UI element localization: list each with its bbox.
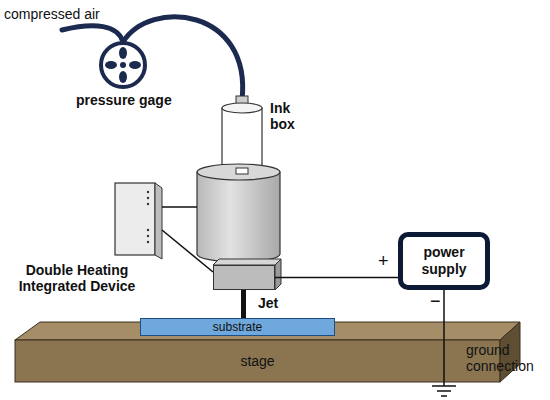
inlet-label: compressed air — [4, 6, 100, 22]
part-name: Ink box — [270, 100, 310, 132]
heater-wire — [162, 230, 213, 272]
part-name: pressure gage — [76, 92, 172, 108]
heating-device-side — [155, 183, 162, 259]
heater-wire — [162, 206, 197, 208]
ground-symbol — [432, 385, 456, 387]
cylinder-top — [197, 164, 280, 180]
jet-side — [275, 259, 281, 290]
gage-marks — [105, 47, 141, 83]
air-hose — [62, 26, 123, 42]
substrate-band: substrate — [140, 318, 335, 336]
device-dots — [147, 191, 149, 243]
stage-front — [15, 340, 500, 382]
node-text: power supply — [413, 244, 475, 278]
ground-symbol — [437, 390, 451, 392]
wire — [275, 277, 398, 279]
stage-slab: stage — [15, 340, 500, 382]
node-text: substrate — [213, 320, 262, 334]
polarity-sign: − — [430, 292, 441, 310]
part-name: Double Heating Integrated Device — [2, 262, 152, 294]
polarity-sign: + — [378, 252, 389, 270]
node-text: Jet — [258, 295, 278, 311]
ink-box-top — [222, 103, 262, 113]
jet-block: Jet — [213, 265, 275, 290]
power-supply-box: power supply — [398, 232, 490, 290]
node-text: stage — [240, 353, 274, 369]
nozzle — [241, 290, 246, 320]
ink-box — [222, 108, 262, 170]
heating-device — [115, 183, 155, 255]
ground-wire — [443, 290, 445, 386]
heater-cylinder — [197, 172, 280, 262]
part-name: ground connection — [466, 342, 548, 374]
ground-symbol — [441, 395, 447, 397]
gage-dial — [101, 43, 145, 87]
ink-neck — [236, 168, 248, 174]
